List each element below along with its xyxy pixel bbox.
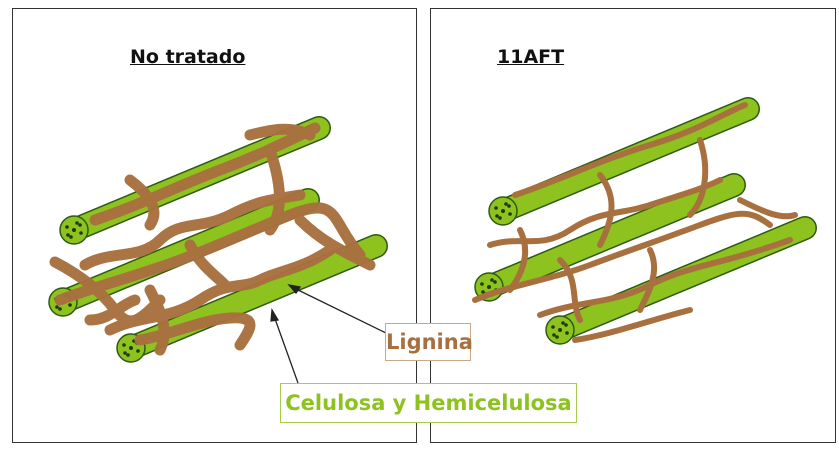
annotation-arrows xyxy=(270,284,387,384)
cellulose-label: Celulosa y Hemicelulosa xyxy=(280,383,577,423)
lignin-label: Lignina xyxy=(385,323,473,361)
panel-title-11aft: 11AFT xyxy=(497,46,565,68)
lignin-network-untreated xyxy=(49,122,376,356)
lignin-network-11aft xyxy=(472,102,798,343)
panel-title-untreated: No tratado xyxy=(130,46,246,68)
